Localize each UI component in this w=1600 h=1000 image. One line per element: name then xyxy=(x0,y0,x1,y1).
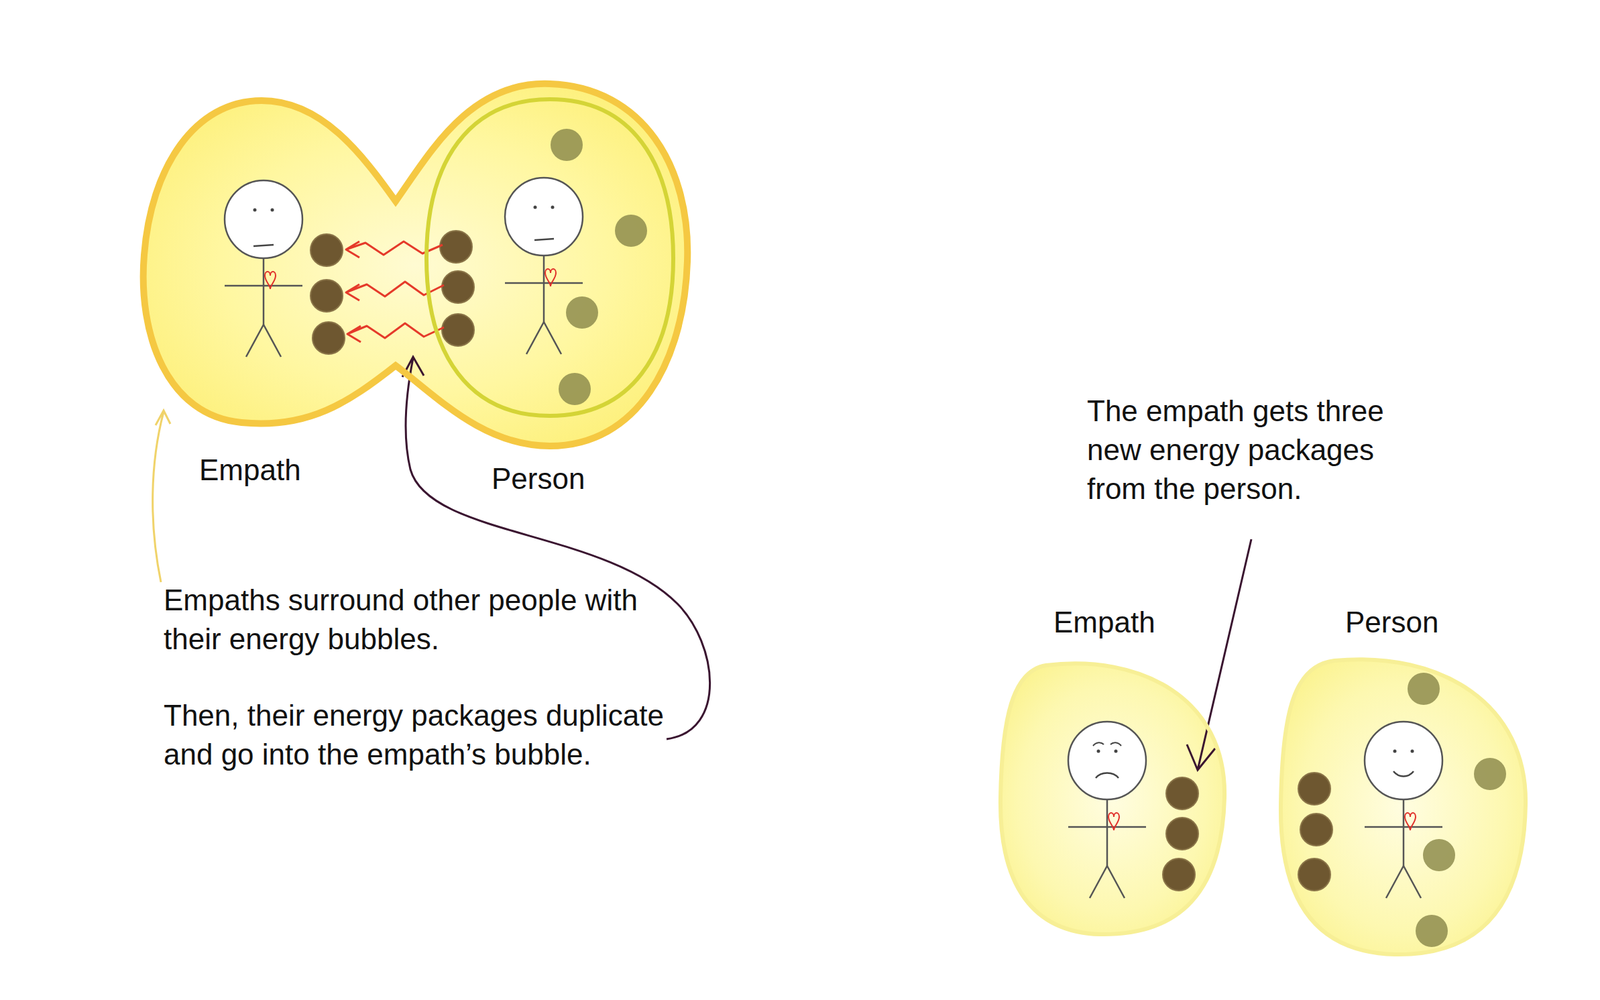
energy-package xyxy=(310,230,1333,891)
bubble-outline xyxy=(1000,663,1225,935)
stick-figure xyxy=(1068,721,1147,898)
bubble-label: Person xyxy=(491,458,585,499)
callout-note: The empath gets three new energy package… xyxy=(1087,391,1436,509)
energy-package xyxy=(550,128,1507,947)
bubble-outline xyxy=(1280,659,1526,955)
bubble-outline xyxy=(137,73,695,453)
bubble-outline xyxy=(1280,658,1526,955)
stick-figure xyxy=(504,177,583,355)
energy-bubble-fill xyxy=(1280,659,1526,955)
bubble-outline xyxy=(1000,663,1225,935)
callout-note: Then, their energy packages duplicate an… xyxy=(163,696,680,774)
energy-bubble: EmpathPerson xyxy=(137,73,695,453)
bubble-outline xyxy=(143,83,689,446)
energy-bubble: Person xyxy=(423,97,676,419)
energy-bubble-fill xyxy=(1000,663,1225,935)
bubble-outline xyxy=(426,99,674,416)
energy-bubble: Empath xyxy=(1000,663,1225,935)
energy-bubble-fill xyxy=(143,83,689,446)
stick-figure xyxy=(224,180,303,357)
bubble-label: Person xyxy=(1345,601,1439,643)
stick-figure xyxy=(1364,721,1443,898)
bubble-label: Empath xyxy=(1053,601,1156,643)
bubble-label: Empath xyxy=(199,449,302,491)
energy-bubble: Person xyxy=(1280,658,1526,955)
bubble-outline xyxy=(423,97,676,419)
callout-note: Empaths surround other people with their… xyxy=(163,580,680,659)
